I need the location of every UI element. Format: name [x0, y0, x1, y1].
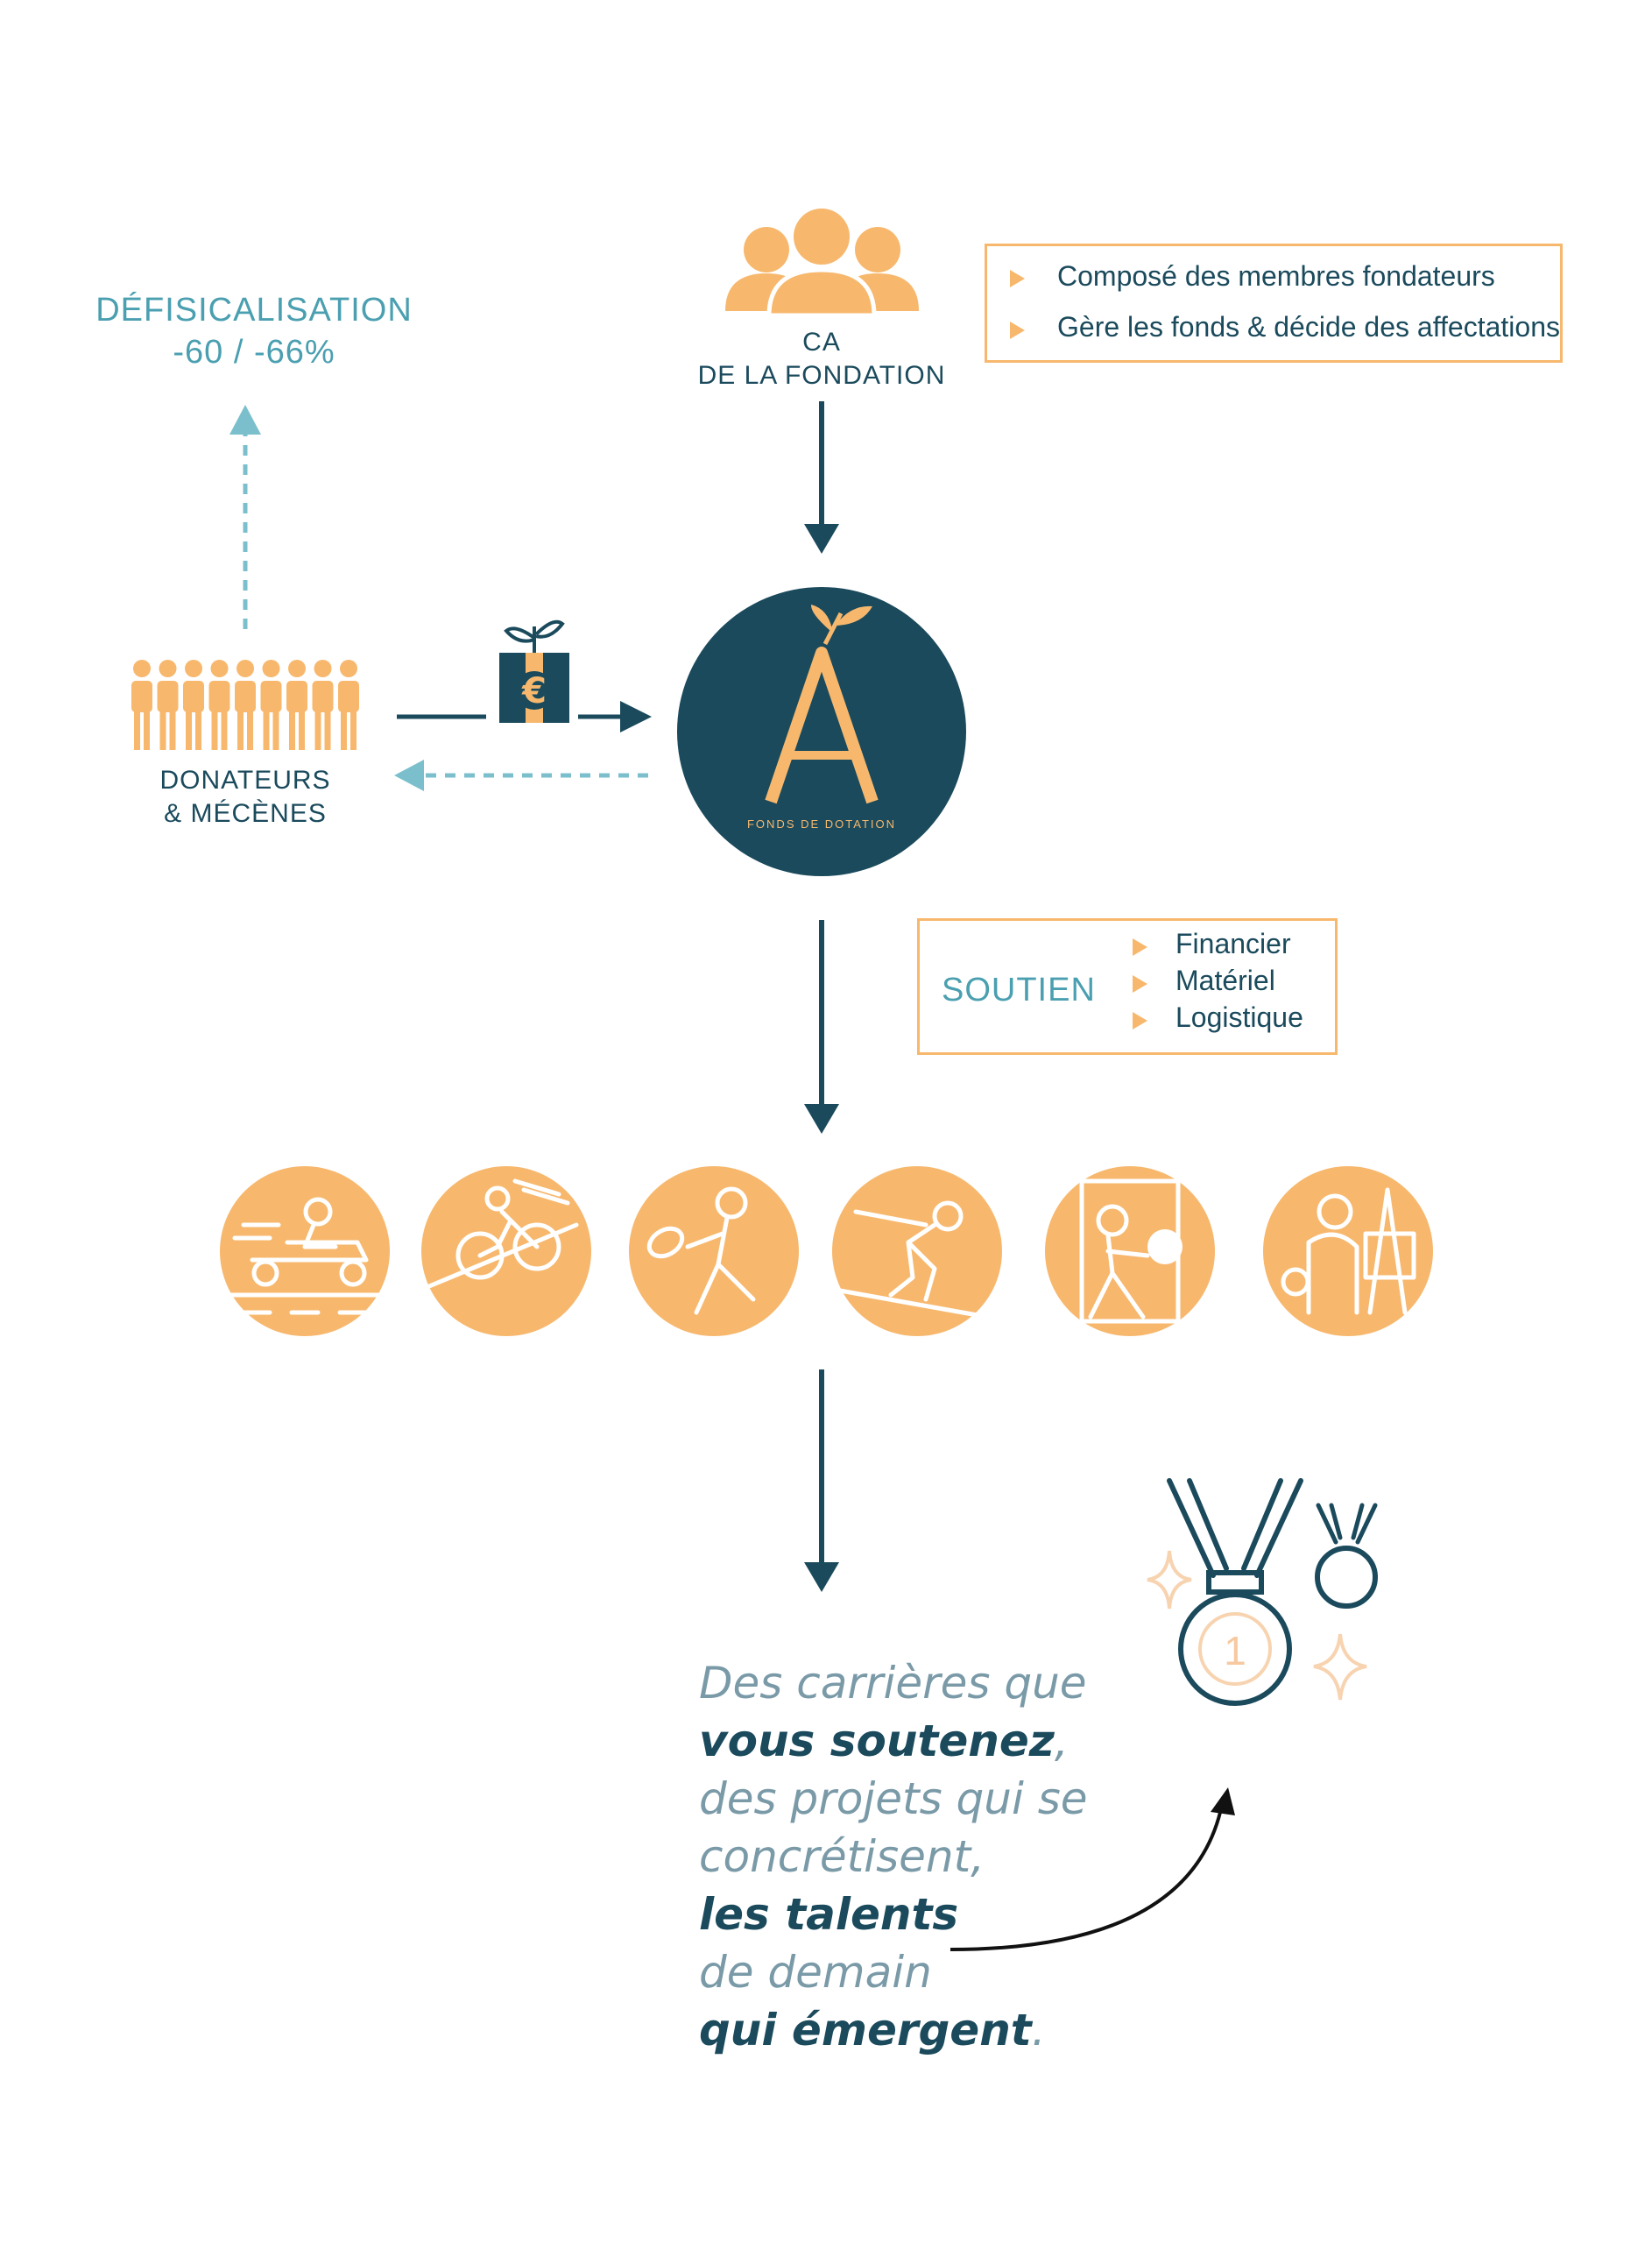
donor-figure-icon: [131, 660, 152, 750]
board-info-item: Composé des membres fondateurs: [1057, 260, 1495, 292]
support-item: Logistique: [1175, 1001, 1303, 1033]
quote-punct: ,: [1054, 1716, 1069, 1766]
quote-line: des projets qui se: [699, 1773, 1088, 1824]
quote-emphasis: vous soutenez: [699, 1716, 1055, 1766]
quote-line: qui émergent.: [699, 2001, 1088, 2059]
bullet-arrow-icon: [1133, 975, 1147, 993]
closing-quote: Des carrières que vous soutenez, des pro…: [699, 1654, 1088, 2059]
tax-relief-label: DÉFISICALISATION -60 / -66%: [79, 289, 429, 373]
arrow-tax-receipt: [394, 760, 648, 791]
donors-label-line1: DONATEURS: [159, 766, 331, 795]
donors-label-line2: & MÉCÈNES: [164, 799, 327, 828]
arrow-donation: [397, 701, 652, 732]
quote-line: vous soutenez,: [699, 1712, 1088, 1770]
quote-line: Des carrières que: [699, 1658, 1087, 1709]
donor-figure-icon: [183, 660, 204, 750]
logo-caption: FONDS DE DOTATION: [747, 817, 896, 831]
arrow-talent-to-medal: [950, 1787, 1235, 1951]
euro-gift-icon: €: [499, 619, 569, 723]
support-box: SOUTIEN Financier Matériel Logistique: [917, 918, 1338, 1055]
board-info-box: Composé des membres fondateurs Gère les …: [985, 244, 1563, 363]
support-item: Matériel: [1175, 965, 1275, 996]
tax-relief-rate: -60 / -66%: [173, 334, 335, 371]
donor-figure-icon: [286, 660, 307, 750]
quote-line: concrétisent,: [699, 1831, 985, 1882]
padel-icon: [1045, 1166, 1215, 1336]
quote-punct: .: [1031, 2005, 1046, 2055]
quote-emphasis: qui émergent: [699, 2005, 1032, 2055]
karting-icon: [220, 1166, 390, 1336]
donors-icon: [131, 660, 359, 750]
board-info-item: Gère les fonds & décide des affectations: [1057, 311, 1560, 343]
quote-emphasis: les talents: [699, 1889, 959, 1940]
arrow-to-tax-relief: [229, 405, 261, 629]
donor-figure-icon: [235, 660, 256, 750]
bullet-arrow-icon: [1133, 938, 1147, 956]
support-title: SOUTIEN: [942, 972, 1096, 1008]
quote-line: les talents: [699, 1886, 1088, 1943]
svg-text:€: €: [521, 671, 547, 711]
donor-figure-icon: [208, 660, 230, 750]
board-label-line2: DE LA FONDATION: [697, 361, 946, 390]
tax-relief-title: DÉFISICALISATION: [95, 292, 413, 329]
bullet-arrow-icon: [1010, 322, 1025, 339]
bullet-arrow-icon: [1010, 270, 1025, 287]
arrow-athletes-to-result: [804, 1369, 839, 1592]
donor-figure-icon: [157, 660, 179, 750]
bullet-arrow-icon: [1133, 1012, 1147, 1030]
donor-figure-icon: [338, 660, 359, 750]
cycling-icon: [421, 1166, 591, 1336]
arrow-ca-to-fund: [804, 401, 839, 554]
painting-icon: [1263, 1166, 1433, 1336]
donor-figure-icon: [312, 660, 334, 750]
arrow-fund-to-athletes: [804, 920, 839, 1134]
donors-label: DONATEURS & MÉCÈNES: [114, 764, 377, 831]
board-label: CA DE LA FONDATION: [646, 326, 997, 393]
medal-number: 1: [1224, 1628, 1246, 1673]
board-label-line1: CA: [802, 328, 841, 357]
disciplines-row: [220, 1166, 1433, 1336]
board-members-icon: [725, 209, 919, 318]
quote-line: de demain: [699, 1947, 932, 1998]
donor-figure-icon: [260, 660, 282, 750]
medals-icon: 1: [1147, 1478, 1378, 1706]
support-item: Financier: [1175, 928, 1291, 959]
tennis-icon: [629, 1166, 799, 1336]
skiing-icon: [832, 1166, 1002, 1336]
fund-logo: FONDS DE DOTATION: [677, 587, 966, 876]
